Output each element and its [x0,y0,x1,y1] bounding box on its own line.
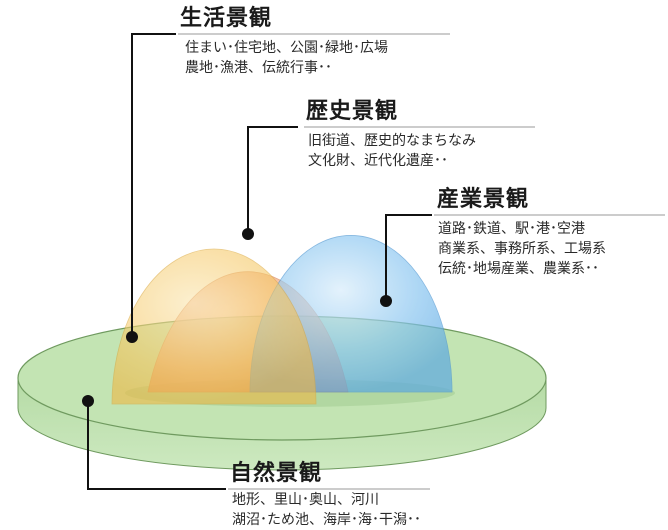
life-sphere [111,248,317,405]
nature-title: 自然景観 [230,461,323,486]
nature-desc-line-2: 湖沼･ため池、海岸･海･干潟･･ [232,512,421,528]
leader-history-dot [242,228,254,240]
industry-desc-line-3: 伝統･地場産業、農業系･･ [438,261,599,277]
history-desc-line-1: 旧街道、歴史的なまちなみ [308,133,476,149]
history-title: 歴史景観 [306,99,399,124]
leader-nature [87,401,226,490]
life-title: 生活景観 [180,6,273,31]
leader-history [247,126,298,234]
industry-desc-line-2: 商業系、事務所系、工場系 [438,241,606,257]
leader-life-dot [126,331,138,343]
life-desc-line-1: 住まい･住宅地、公園･緑地･広場 [185,40,388,56]
life-desc-line-2: 農地･漁港、伝統行事･･ [185,60,332,76]
leader-life [131,33,176,337]
leader-industry [385,214,432,301]
history-desc-line-2: 文化財、近代化遺産･･ [308,153,448,169]
leader-industry-dot [380,295,392,307]
industry-desc-line-1: 道路･鉄道、駅･港･空港 [438,221,585,237]
leader-nature-dot [82,395,94,407]
life-description: 住まい･住宅地、公園･緑地･広場 農地･漁港、伝統行事･･ [185,38,388,78]
history-description: 旧街道、歴史的なまちなみ 文化財、近代化遺産･･ [308,131,476,171]
nature-description: 地形、里山･奥山、河川 湖沼･ため池、海岸･海･干潟･･ [232,490,421,530]
industry-description: 道路･鉄道、駅･港･空港 商業系、事務所系、工場系 伝統･地場産業、農業系･･ [438,219,606,279]
industry-title: 産業景観 [437,187,530,212]
nature-desc-line-1: 地形、里山･奥山、河川 [232,492,379,508]
